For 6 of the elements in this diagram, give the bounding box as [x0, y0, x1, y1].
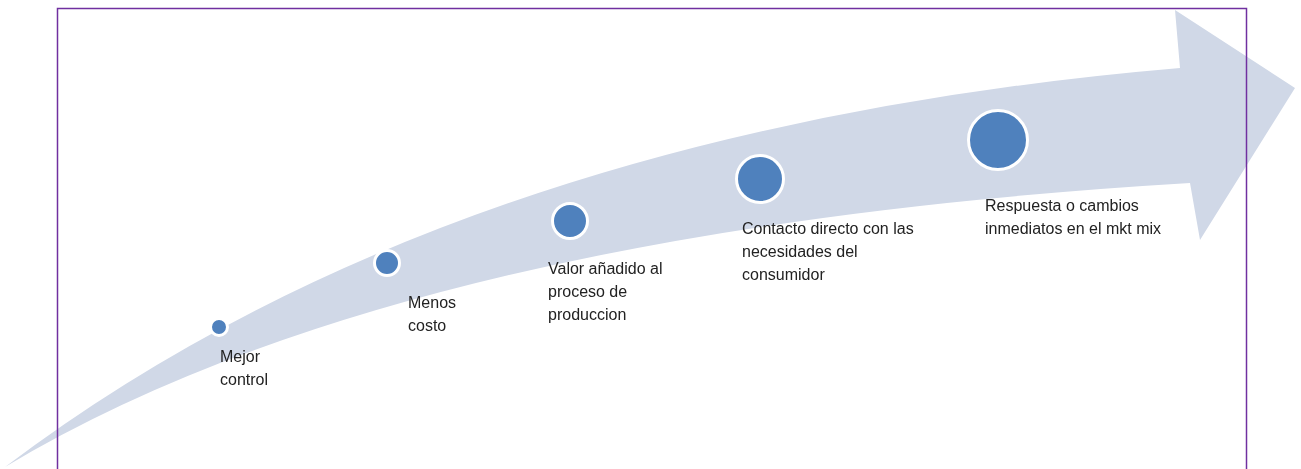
milestone-label: Menos costo: [408, 293, 458, 336]
milestone-label: Contacto directo con las necesidades del consumidor: [742, 219, 915, 285]
circle-marker: [209, 317, 229, 337]
milestone-label: Valor añadido al proceso de produccion: [548, 259, 664, 325]
milestone-label: Mejor control: [220, 347, 270, 390]
milestone-label: Respuesta o cambios inmediatos en el mkt mix: [985, 196, 1163, 239]
